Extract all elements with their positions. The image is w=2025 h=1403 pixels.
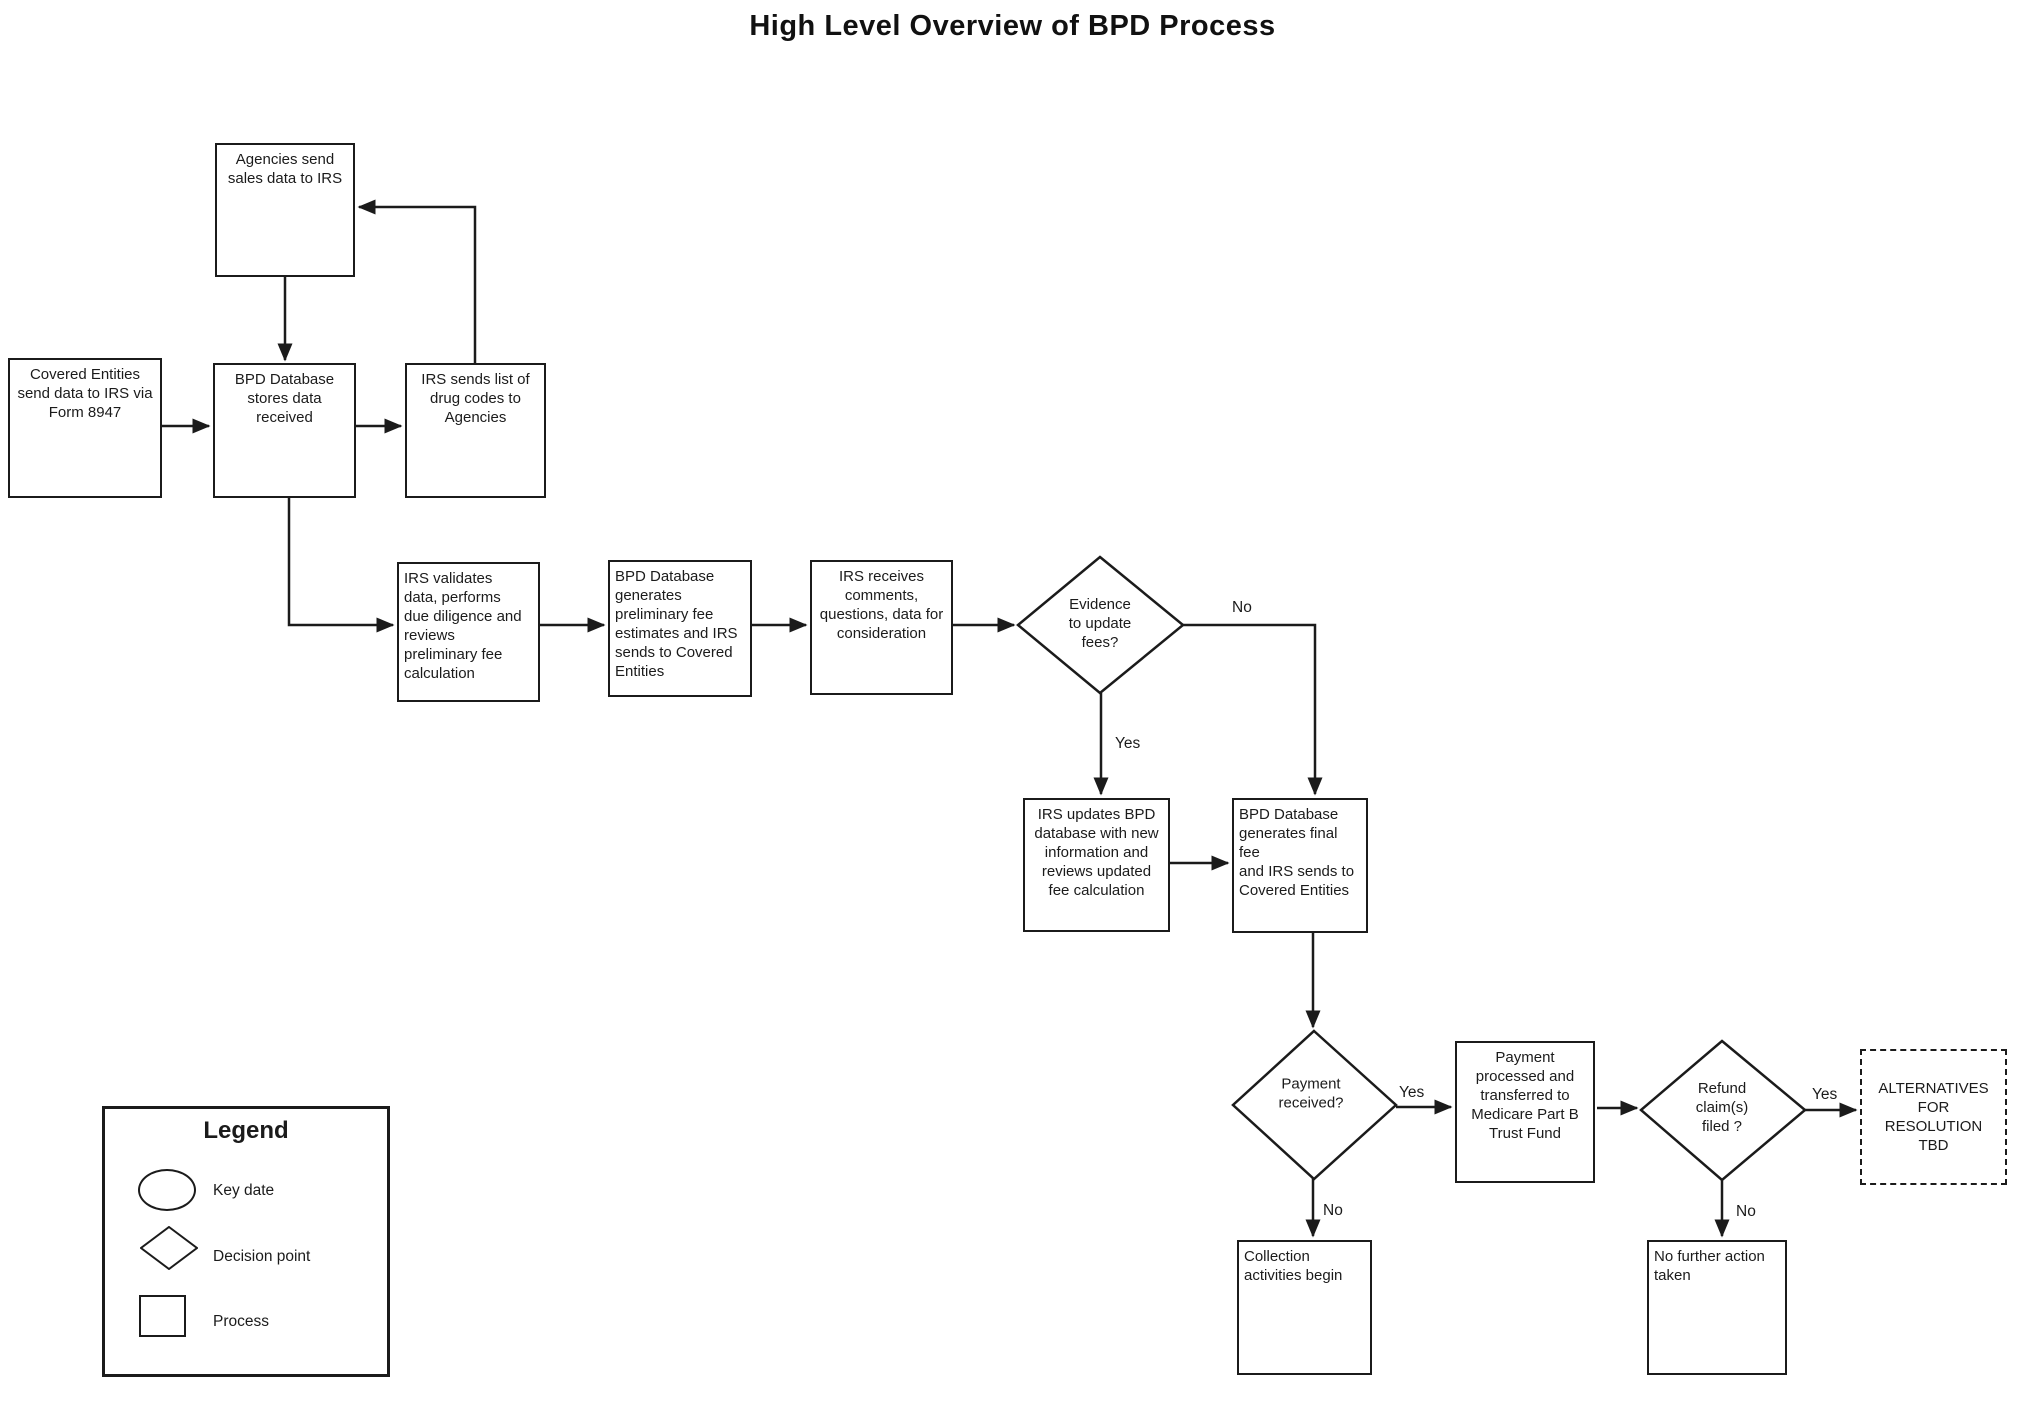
node-irs-receives-comments: IRS receives comments, questions, data f… [810,560,953,695]
decision-label-payment-received: Payment received? [1278,1075,1344,1111]
legend-label-process: Process [213,1313,269,1330]
node-bpd-database-stores-data: BPD Database stores data received [213,363,356,498]
process-square-icon [139,1295,186,1337]
node-irs-sends-drug-codes: IRS sends list of drug codes to Agencies [405,363,546,498]
edge-label-payment-yes: Yes [1399,1084,1425,1101]
node-alternatives-for-resolution: ALTERNATIVES FOR RESOLUTION TBD [1860,1049,2007,1185]
legend-label-decision-point: Decision point [213,1248,311,1265]
node-bpd-generates-final-fee: BPD Database generates final fee and IRS… [1232,798,1368,933]
edge-label-evidence-yes: Yes [1115,735,1141,752]
decision-diamond-payment [1231,1029,1398,1181]
decision-point-diamond-icon [140,1226,198,1270]
node-irs-updates-bpd-database: IRS updates BPD database with new inform… [1023,798,1170,932]
page-title: High Level Overview of BPD Process [749,10,1276,42]
decision-label-evidence-to-update-fees: Evidence to update fees? [1068,595,1132,651]
key-date-ellipse-icon [138,1169,196,1211]
node-agencies-send-sales-data: Agencies send sales data to IRS [215,143,355,277]
node-collection-activities-begin: Collection activities begin [1237,1240,1372,1375]
node-payment-processed-trust-fund: Payment processed and transferred to Med… [1455,1041,1595,1183]
edge-label-refund-yes: Yes [1812,1086,1838,1103]
decision-diamond-refund [1639,1039,1807,1182]
legend-box: Legend Key date Decision point Process [102,1106,390,1377]
node-no-further-action-taken: No further action taken [1647,1240,1787,1375]
edge-label-refund-no: No [1736,1203,1756,1220]
node-covered-entities-form-8947: Covered Entities send data to IRS via Fo… [8,358,162,498]
arrow-bpd-stores-to-irs-validates [287,498,395,633]
edge-label-evidence-no: No [1232,599,1252,616]
legend-title: Legend [203,1117,289,1144]
decision-diamond-evidence [1016,555,1185,695]
arrow-evidence-no-to-bpd-final [1183,623,1323,796]
arrow-irs-sends-to-agencies [357,199,477,363]
edge-label-payment-no: No [1323,1202,1343,1219]
node-bpd-generates-preliminary-fee: BPD Database generates preliminary fee e… [608,560,752,697]
legend-label-key-date: Key date [213,1182,275,1199]
decision-label-refund-claims-filed: Refund claim(s) filed ? [1695,1079,1749,1135]
node-irs-validates-data: IRS validates data, performs due diligen… [397,562,540,702]
